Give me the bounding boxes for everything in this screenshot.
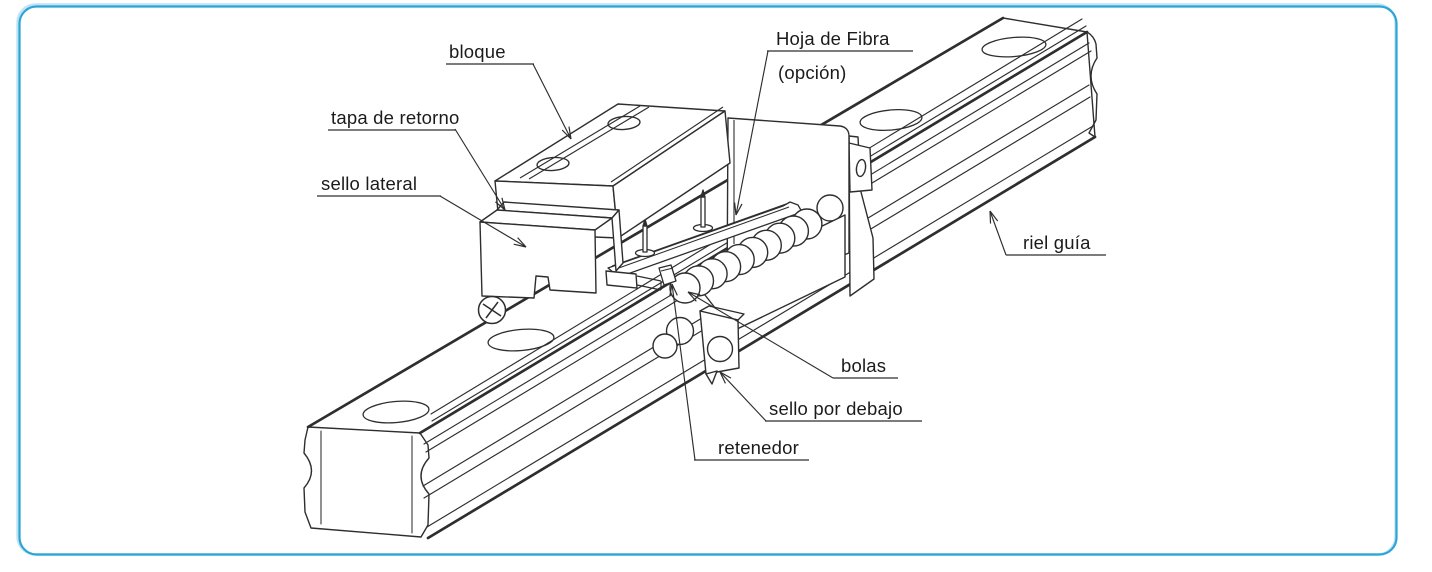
- block-top-band-lines: [519, 105, 724, 183]
- leader-hoja-de-fibra: [733, 50, 769, 216]
- retainer-strip-link: [636, 275, 662, 291]
- leader-lines: [439, 50, 1007, 461]
- side-seal: [479, 209, 613, 299]
- label-bolas-text: bolas: [841, 355, 886, 376]
- leader-bolas: [687, 291, 834, 379]
- label-sello-por-debajo: sello por debajo: [765, 398, 922, 422]
- label-sello-lateral-text: sello lateral: [321, 173, 417, 194]
- mounting-screw: [477, 295, 507, 325]
- label-riel-guia: riel guía: [1006, 232, 1106, 256]
- end-seal-ear-hole: [855, 158, 867, 178]
- label-hoja-de-fibra-nota-text: (opción): [778, 62, 846, 83]
- fiber-sheet-strip: [607, 189, 803, 278]
- ball-return-hole: [816, 194, 844, 222]
- rail-mounting-holes: [362, 36, 1047, 424]
- label-riel-guia-text: riel guía: [1023, 232, 1091, 253]
- label-bloque-text: bloque: [449, 41, 506, 62]
- label-bolas: bolas: [833, 355, 898, 379]
- labels: bloque tapa de retorno sello lateral Hoj…: [317, 28, 1106, 461]
- block-hole-2: [607, 115, 641, 131]
- leader-bloque: [532, 63, 572, 140]
- leader-retenedor: [669, 283, 696, 461]
- retainer-pin-left: [634, 218, 656, 258]
- block-hole-1: [536, 156, 570, 172]
- label-tapa-de-retorno-text: tapa de retorno: [331, 107, 459, 128]
- leader-sello-lateral: [439, 195, 527, 248]
- page-border: [16, 3, 1398, 556]
- return-cap-right-side: [611, 209, 624, 272]
- ball-chain: [669, 208, 823, 304]
- phillips-cross-icon: [482, 301, 502, 319]
- leader-tapa-de-retorno: [454, 128, 506, 211]
- page-border-line: [18, 5, 1398, 556]
- label-tapa-de-retorno: tapa de retorno: [328, 107, 459, 131]
- label-sello-lateral: sello lateral: [317, 173, 441, 197]
- rail-left-end-profile: [303, 426, 430, 538]
- side-seal-face: [479, 221, 597, 299]
- label-hoja-de-fibra-text: Hoja de Fibra: [776, 28, 890, 49]
- retainer-pin-right: [692, 189, 714, 233]
- label-retenedor-text: retenedor: [718, 437, 799, 458]
- rail-side-end-edge: [1086, 31, 1096, 138]
- under-seal-hole: [706, 335, 734, 363]
- stray-ball-2: [652, 333, 678, 359]
- label-retenedor: retenedor: [694, 437, 809, 461]
- leader-sello-por-debajo: [719, 371, 767, 422]
- rail-left-end-inner-lines: [320, 430, 413, 534]
- rail-right-end-profile: [1002, 17, 1098, 138]
- under-seal-tab: [705, 370, 718, 385]
- leader-riel-guia: [989, 210, 1007, 256]
- end-seal-ear: [848, 142, 873, 193]
- label-bloque: bloque: [446, 41, 534, 65]
- under-seal: [652, 305, 745, 385]
- return-cap-tab: [605, 270, 638, 289]
- under-seal-face: [699, 310, 740, 375]
- retainer-clip: [658, 264, 677, 286]
- label-hoja-de-fibra: Hoja de Fibra (opción): [767, 28, 913, 83]
- label-sello-por-debajo-text: sello por debajo: [769, 398, 903, 419]
